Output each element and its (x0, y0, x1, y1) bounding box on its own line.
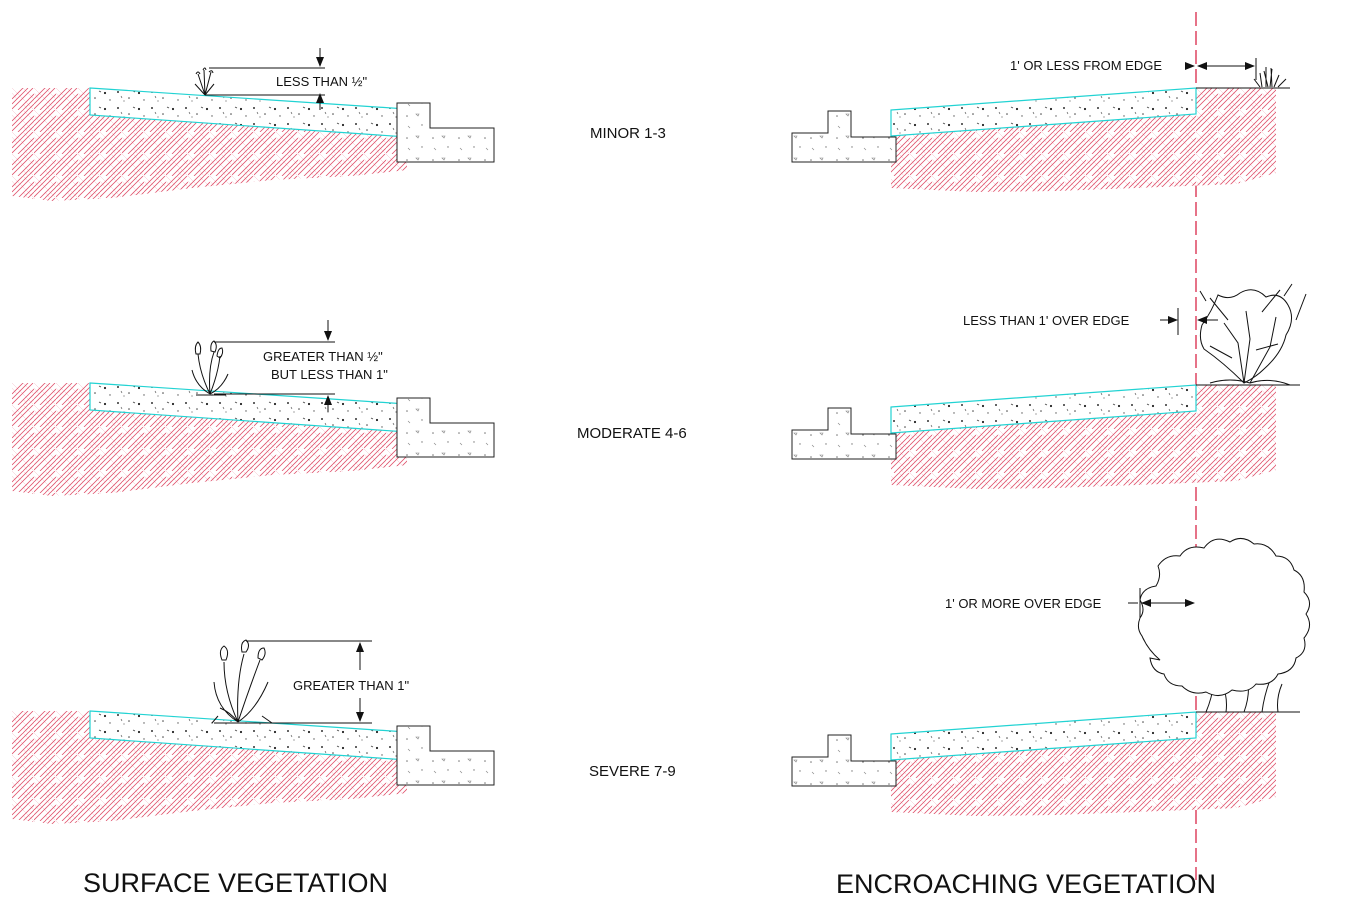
medium-weed-plant-icon (191, 340, 229, 396)
surface-minor-dimension-label: LESS THAN ½" (276, 74, 367, 89)
surface-row-severe: GREATER THAN 1" (11, 639, 495, 825)
severity-label-severe: SEVERE 7-9 (589, 763, 676, 780)
tall-weed-plant-icon (211, 639, 274, 724)
encroaching-moderate-dimension-label: LESS THAN 1' OVER EDGE (963, 313, 1130, 328)
encroaching-severe-dimension-label: 1' OR MORE OVER EDGE (945, 596, 1102, 611)
low-shrub-icon (1253, 67, 1287, 88)
encroaching-row-moderate: LESS THAN 1' OVER EDGE (791, 283, 1307, 490)
surface-moderate-dimension-label-line1: GREATER THAN ½" (263, 349, 383, 364)
encroaching-minor-dimension-label: 1' OR LESS FROM EDGE (1010, 58, 1162, 73)
encroaching-row-minor: 1' OR LESS FROM EDGE (791, 58, 1290, 193)
surface-vegetation-title: SURFACE VEGETATION (83, 868, 388, 898)
severity-label-minor: MINOR 1-3 (590, 125, 666, 142)
encroaching-vegetation-title: ENCROACHING VEGETATION (836, 869, 1216, 899)
surface-severe-dimension-label: GREATER THAN 1" (293, 678, 409, 693)
surface-row-moderate: GREATER THAN ½" BUT LESS THAN 1" (11, 320, 495, 497)
small-grass-tuft-icon (194, 67, 215, 96)
surface-moderate-dimension-label-line2: BUT LESS THAN 1" (271, 367, 388, 382)
severity-label-moderate: MODERATE 4-6 (577, 425, 687, 442)
tree-icon (1137, 538, 1310, 713)
bush-icon (1199, 283, 1307, 386)
encroaching-row-severe: 1' OR MORE OVER EDGE (791, 538, 1310, 817)
surface-row-minor: LESS THAN ½" (11, 48, 495, 202)
